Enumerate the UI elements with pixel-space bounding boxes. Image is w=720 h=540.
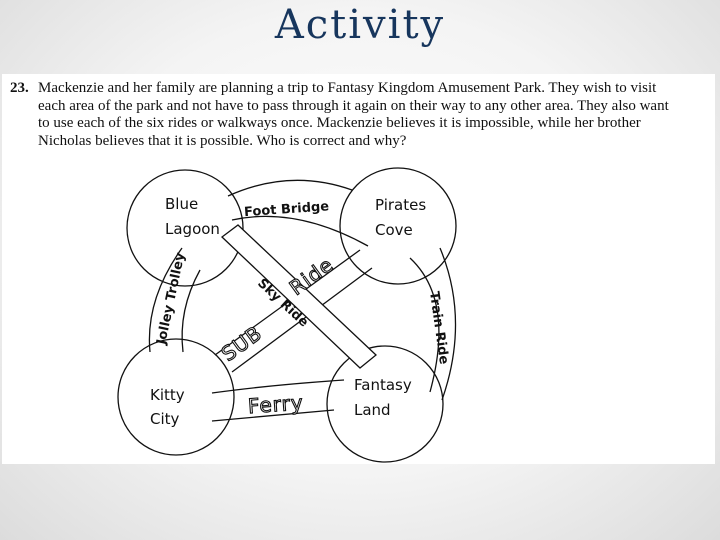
problem-number: 23. — [10, 80, 29, 96]
kitty-city-circle — [117, 338, 235, 456]
ferry-path-bottom — [211, 409, 335, 422]
fantasy-land-label-2: Land — [354, 401, 391, 419]
sub-ride-path-top — [214, 249, 361, 356]
foot-bridge-path-top — [227, 179, 353, 197]
problem-line-4: Nicholas believes that it is possible. W… — [38, 132, 407, 149]
jolley-trolley-path-left — [148, 247, 183, 353]
kitty-city-label-1: Kitty — [150, 386, 185, 404]
train-ride-label: Train Ride — [426, 290, 451, 365]
pirates-cove-label-2: Cove — [375, 221, 413, 239]
jolley-trolley-label: Jolley Trolley — [154, 251, 188, 347]
train-ride-path-left — [409, 257, 440, 393]
blue-lagoon-label-1: Blue — [165, 195, 198, 213]
sub-label: SUB — [217, 321, 267, 366]
foot-bridge-path-bottom — [231, 215, 369, 247]
slide-title: Activity — [274, 2, 446, 48]
blue-lagoon-circle — [126, 169, 244, 287]
train-ride-path-right — [439, 247, 457, 401]
ferry-label: Ferry — [247, 390, 304, 418]
fantasy-land-label-1: Fantasy — [354, 376, 412, 394]
kitty-city-label-2: City — [150, 410, 180, 428]
pirates-cove-circle — [339, 167, 457, 285]
foot-bridge-label: Foot Bridge — [244, 199, 330, 220]
fantasy-land-circle — [326, 345, 444, 463]
jolley-trolley-path-right — [181, 269, 201, 353]
problem-line-2: each area of the park and not have to pa… — [38, 97, 669, 114]
blue-lagoon-label-2: Lagoon — [165, 220, 220, 238]
sub-ride-path-bottom — [231, 267, 373, 373]
problem-line-1: Mackenzie and her family are planning a … — [38, 80, 657, 96]
ride-label: Ride — [285, 252, 338, 300]
pirates-cove-label-1: Pirates — [375, 196, 426, 214]
ferry-path-top — [211, 379, 345, 394]
sky-ride-bar — [220, 224, 377, 369]
problem-line-3: to use each of the six rides or walkways… — [38, 115, 641, 131]
